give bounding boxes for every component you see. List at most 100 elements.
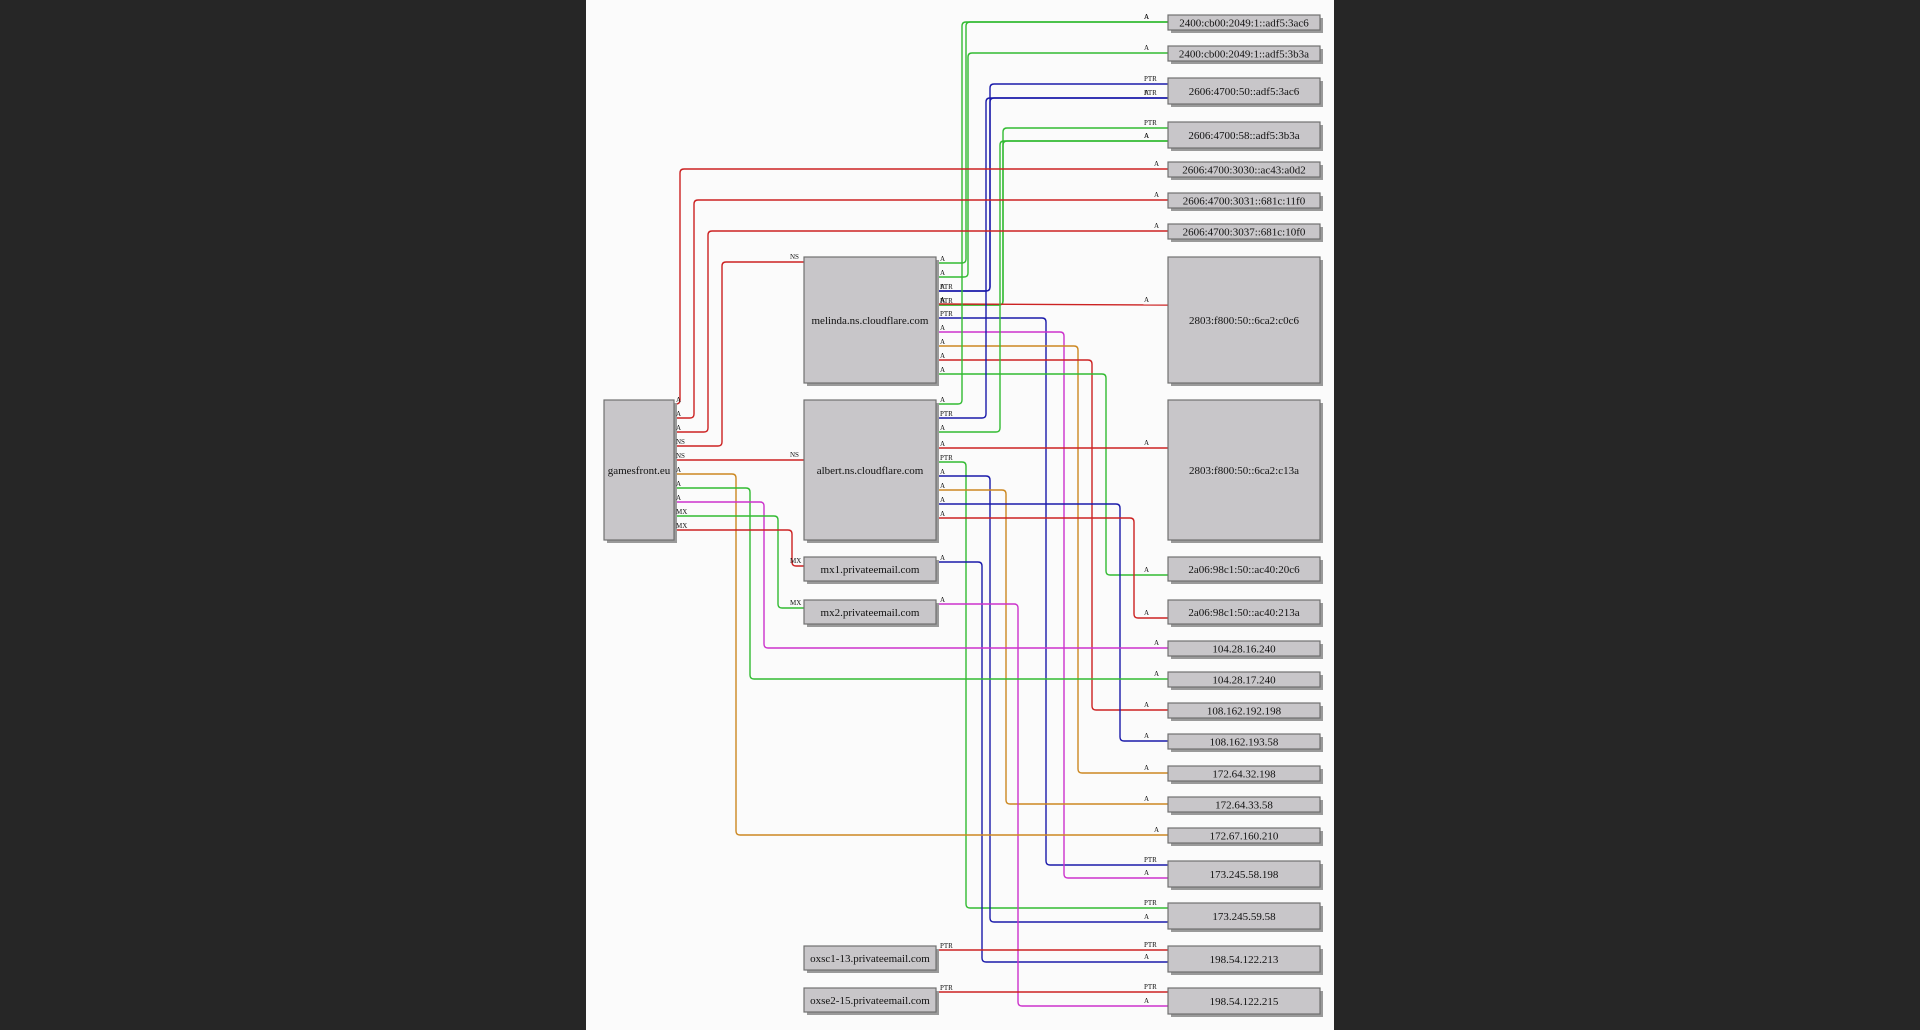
- edge-label-dst: MX: [790, 599, 801, 607]
- edge-label-src: A: [940, 554, 945, 562]
- node-gamesfront[interactable]: gamesfront.eu: [603, 399, 677, 543]
- edge-label-src: MX: [676, 522, 687, 530]
- node-ip_108_58[interactable]: 108.162.193.58: [1167, 733, 1323, 752]
- edge-gamesfront-to-melinda: [674, 261, 804, 447]
- node-box: [1167, 161, 1321, 178]
- node-mx2[interactable]: mx2.privateemail.com: [803, 599, 939, 627]
- node-label: albert.ns.cloudflare.com: [817, 465, 924, 477]
- node-box: [1167, 45, 1321, 62]
- edge-label-dst: A: [1144, 913, 1149, 921]
- edge-label-dst: MX: [790, 557, 801, 565]
- edge-label-src: A: [940, 324, 945, 332]
- node-box: [1167, 556, 1321, 582]
- edge-label-src: NS: [676, 438, 685, 446]
- node-box: [1167, 671, 1321, 688]
- edge-label-dst: A: [1144, 13, 1149, 21]
- edge-melinda-to-ip_2803_c0c6: [937, 303, 1169, 306]
- nodes-layer: gamesfront.eu melinda.ns.cloudflare.com al…: [603, 14, 1323, 1017]
- edge-albert-to-ip_2400_3ac6: [938, 21, 1168, 405]
- edge-label-dst: PTR: [1144, 89, 1157, 97]
- edge-label-src: A: [940, 296, 945, 304]
- node-oxsc1[interactable]: oxsc1-13.privateemail.com: [803, 945, 939, 973]
- node-oxse2[interactable]: oxse2-15.privateemail.com: [803, 987, 939, 1015]
- node-ip_172_33[interactable]: 172.64.33.58: [1167, 796, 1323, 815]
- edge-label-dst: A: [1144, 795, 1149, 803]
- node-ip_173_58[interactable]: 173.245.59.58: [1167, 902, 1323, 932]
- node-box: [603, 399, 675, 541]
- edge-label-dst: A: [1144, 296, 1149, 304]
- edge-gamesfront-to-ip_3037: [674, 230, 1168, 433]
- node-ip_104_17[interactable]: 104.28.17.240: [1167, 671, 1323, 690]
- node-box: [1167, 121, 1321, 149]
- node-ip_2400_3b3a[interactable]: 2400:cb00:2049:1::adf5:3b3a: [1167, 45, 1323, 64]
- edge-albert-to-ip_172_33: [938, 489, 1168, 805]
- edge-albert-to-ip_2606_58: [938, 140, 1168, 433]
- edge-label-dst: A: [1144, 44, 1149, 52]
- node-label: 104.28.16.240: [1212, 644, 1276, 656]
- node-label: 2606:4700:3037::681c:10f0: [1183, 227, 1306, 239]
- edge-label-dst: PTR: [1144, 75, 1157, 83]
- node-ip_3031[interactable]: 2606:4700:3031::681c:11f0: [1167, 192, 1323, 211]
- node-box: [803, 987, 937, 1013]
- node-label: 172.67.160.210: [1210, 831, 1279, 843]
- node-ip_2a06_20c6[interactable]: 2a06:98c1:50::ac40:20c6: [1167, 556, 1323, 584]
- node-ip_2606_58[interactable]: 2606:4700:58::adf5:3b3a: [1167, 121, 1323, 151]
- edge-label-dst: A: [1154, 639, 1159, 647]
- edge-melinda-to-ip_2a06_20c6: [938, 373, 1168, 576]
- edge-label-src: A: [940, 424, 945, 432]
- node-box: [803, 399, 937, 541]
- node-box: [1167, 14, 1321, 31]
- node-ip_108_198[interactable]: 108.162.192.198: [1167, 702, 1323, 721]
- edge-label-src: PTR: [940, 454, 953, 462]
- edge-label-dst: A: [1144, 701, 1149, 709]
- edge-albert-to-ip_173_58: [938, 475, 1168, 923]
- node-box: [1167, 702, 1321, 719]
- node-ip_198_213[interactable]: 198.54.122.213: [1167, 945, 1323, 975]
- node-ip_172_67[interactable]: 172.67.160.210: [1167, 827, 1323, 846]
- node-ip_2606_50[interactable]: 2606:4700:50::adf5:3ac6: [1167, 77, 1323, 107]
- node-box: [1167, 640, 1321, 657]
- node-ip_173_198[interactable]: 173.245.58.198: [1167, 860, 1323, 890]
- node-label: melinda.ns.cloudflare.com: [812, 315, 929, 327]
- node-ip_198_215[interactable]: 198.54.122.215: [1167, 987, 1323, 1017]
- node-label: 2a06:98c1:50::ac40:20c6: [1188, 564, 1300, 576]
- node-label: 172.64.33.58: [1215, 800, 1273, 812]
- node-ip_2803_c0c6[interactable]: 2803:f800:50::6ca2:c0c6: [1167, 256, 1323, 386]
- edge-label-src: A: [940, 596, 945, 604]
- node-ip_172_32[interactable]: 172.64.32.198: [1167, 765, 1323, 784]
- node-label: 2606:4700:50::adf5:3ac6: [1189, 86, 1300, 98]
- node-label: 173.245.59.58: [1212, 911, 1276, 923]
- edge-label-dst: NS: [790, 253, 799, 261]
- edge-melinda-to-ip_172_32: [938, 345, 1168, 774]
- node-label: 2606:4700:3031::681c:11f0: [1183, 196, 1306, 208]
- node-ip_3030[interactable]: 2606:4700:3030::ac43:a0d2: [1167, 161, 1323, 180]
- node-box: [1167, 945, 1321, 973]
- node-mx1[interactable]: mx1.privateemail.com: [803, 556, 939, 584]
- edge-label-src: A: [676, 466, 681, 474]
- edge-label-src: PTR: [940, 297, 953, 305]
- edge-label-dst: A: [1144, 609, 1149, 617]
- node-label: 2803:f800:50::6ca2:c13a: [1189, 465, 1299, 477]
- node-ip_3037[interactable]: 2606:4700:3037::681c:10f0: [1167, 223, 1323, 242]
- node-ip_104_16[interactable]: 104.28.16.240: [1167, 640, 1323, 659]
- node-melinda[interactable]: melinda.ns.cloudflare.com: [803, 256, 939, 386]
- edges-layer: [674, 21, 1169, 1007]
- node-ip_2400_3ac6[interactable]: 2400:cb00:2049:1::adf5:3ac6: [1167, 14, 1323, 33]
- edge-label-dst: A: [1144, 89, 1149, 97]
- node-box: [1167, 599, 1321, 625]
- node-box: [1167, 77, 1321, 105]
- edge-label-src: A: [676, 410, 681, 418]
- node-ip_2a06_213a[interactable]: 2a06:98c1:50::ac40:213a: [1167, 599, 1323, 627]
- edge-albert-to-ip_2a06_213a: [938, 517, 1168, 619]
- node-albert[interactable]: albert.ns.cloudflare.com: [803, 399, 939, 543]
- edge-label-src: A: [940, 366, 945, 374]
- node-box: [1167, 827, 1321, 844]
- edge-melinda-to-ip_2606_50: [938, 83, 1168, 292]
- edge-melinda-to-ip_173_198: [938, 317, 1168, 866]
- edge-label-src: A: [940, 440, 945, 448]
- edge-melinda-to-ip_108_198: [938, 359, 1168, 711]
- edge-label-src: NS: [676, 452, 685, 460]
- edge-gamesfront-to-ip_104_17: [674, 487, 1168, 680]
- node-ip_2803_c13a[interactable]: 2803:f800:50::6ca2:c13a: [1167, 399, 1323, 543]
- node-box: [1167, 223, 1321, 240]
